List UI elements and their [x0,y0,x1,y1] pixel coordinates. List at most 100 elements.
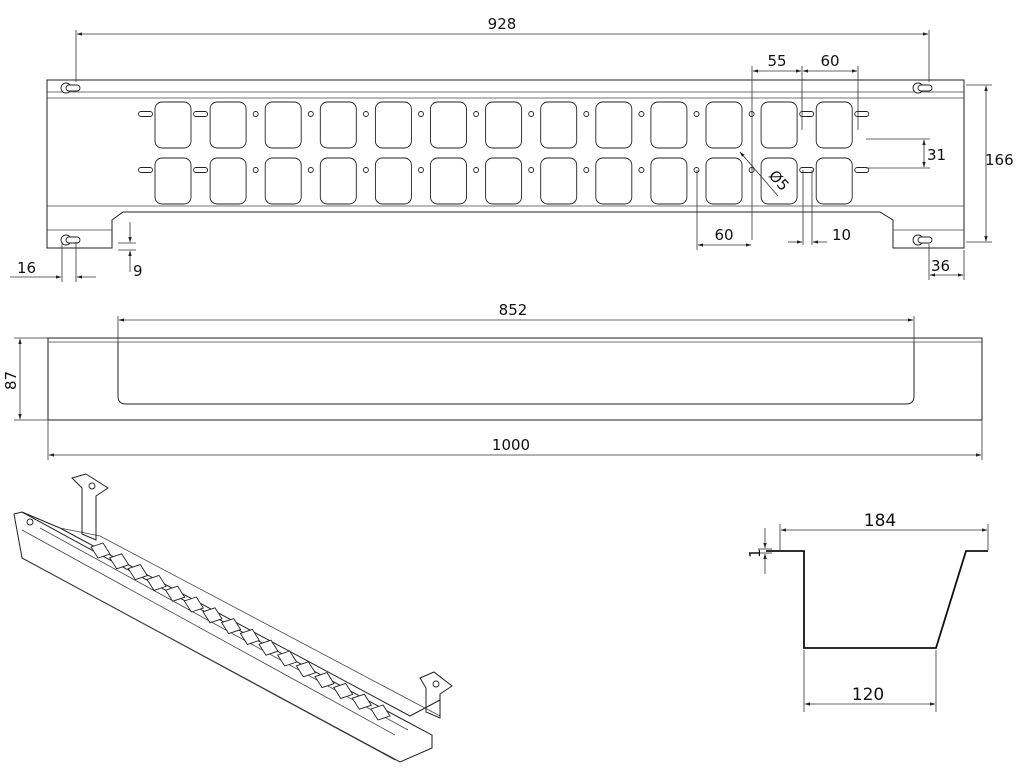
iso-slot [164,585,186,602]
cutout [374,157,412,205]
cutout [705,157,743,205]
keyhole-top-left [60,82,81,94]
iso-inner-floor [21,527,409,761]
dim-31: 31 [866,138,946,169]
cutout [760,101,798,149]
dim-10-label: 10 [832,226,851,244]
dim-852: 852 [117,301,915,342]
dim-9: 9 [118,222,143,280]
mount-hole [252,167,259,173]
dim-16: 16 [10,242,96,282]
iso-left-bracket [71,473,109,541]
top-view-outline [47,337,983,421]
iso-end-hole [26,518,34,526]
dim-166: 166 [966,84,1014,243]
dim-166-label: 166 [985,151,1014,169]
mount-hole [693,167,700,173]
dim-1-label: 1 [746,548,764,558]
cutout [430,101,467,149]
mount-slot [138,167,153,173]
mount-hole [252,111,259,117]
front-view: 928 55 60 31 166 [10,15,1014,282]
mount-hole [528,111,535,117]
cutout [154,157,192,205]
iso-outer-wall [13,511,433,763]
cutout [595,157,633,205]
keyhole-top-right [912,82,933,94]
iso-slot [202,607,223,624]
iso-slot [332,682,354,699]
dim-60-bottom: 60 [696,170,752,250]
isometric-view [13,473,453,763]
mount-hole [473,111,480,117]
mount-hole [418,111,424,117]
mount-slot [193,167,209,173]
cutout [540,101,578,149]
top-view-inner-recess [117,342,915,405]
dim-852-label: 852 [499,301,528,319]
iso-slot [239,628,261,645]
cutout [485,101,523,149]
cutout [540,157,578,205]
cutout [705,101,743,149]
dim-87: 87 [2,337,48,421]
dim-184-label: 184 [864,511,896,531]
cutout [815,157,853,205]
mount-slot [193,111,209,117]
dim-928-label: 928 [488,15,517,33]
iso-right-bracket-hole [432,680,440,688]
cutout [209,157,247,205]
dim-16-label: 16 [17,259,36,277]
mount-hole [362,167,369,173]
keyhole-bottom-right [912,234,933,246]
cutout [319,157,357,205]
iso-slot-row [90,542,391,721]
cutout [154,101,192,149]
mount-slot [138,111,153,117]
iso-slot [370,704,391,721]
mount-hole [638,111,645,117]
cutout [264,157,302,205]
front-plate-outline [46,79,965,249]
dim-928: 928 [75,15,930,82]
dim-55-label: 55 [767,52,786,70]
dim-60-bottom-label: 60 [714,226,733,244]
mount-hole [693,111,700,117]
mount-hole [307,111,314,117]
dim-1000-label: 1000 [492,436,530,454]
mount-hole [473,167,480,173]
mount-hole [638,167,645,173]
dim-120: 120 [803,650,937,712]
mount-hole [528,167,535,173]
dim-1000: 1000 [47,420,983,460]
cutout [760,157,798,205]
mount-hole [583,167,590,173]
iso-slot [127,564,149,581]
iso-slot [276,650,298,667]
mount-hole [362,111,369,117]
dim-55-60: 55 60 [751,52,859,240]
iso-slot [146,574,167,591]
mount-slot [799,111,815,117]
iso-slot [90,542,111,559]
iso-top-edge [21,511,441,717]
iso-slot [220,618,242,635]
cutout-grid [138,101,870,205]
cutout [374,101,412,149]
dim-36-label: 36 [931,257,950,275]
cutout [595,101,633,149]
iso-slot [183,596,205,613]
dim-10: 10 [788,170,851,245]
top-view: 852 87 1000 [2,301,983,460]
keyhole-bottom-left [60,234,81,246]
cutout [319,101,357,149]
iso-slot [351,693,373,710]
iso-slot [314,672,335,689]
cutout [264,101,302,149]
mount-slot [854,111,870,117]
iso-slot [258,639,279,656]
mount-slot [854,167,870,173]
cutout [209,101,247,149]
cutout [650,157,688,205]
